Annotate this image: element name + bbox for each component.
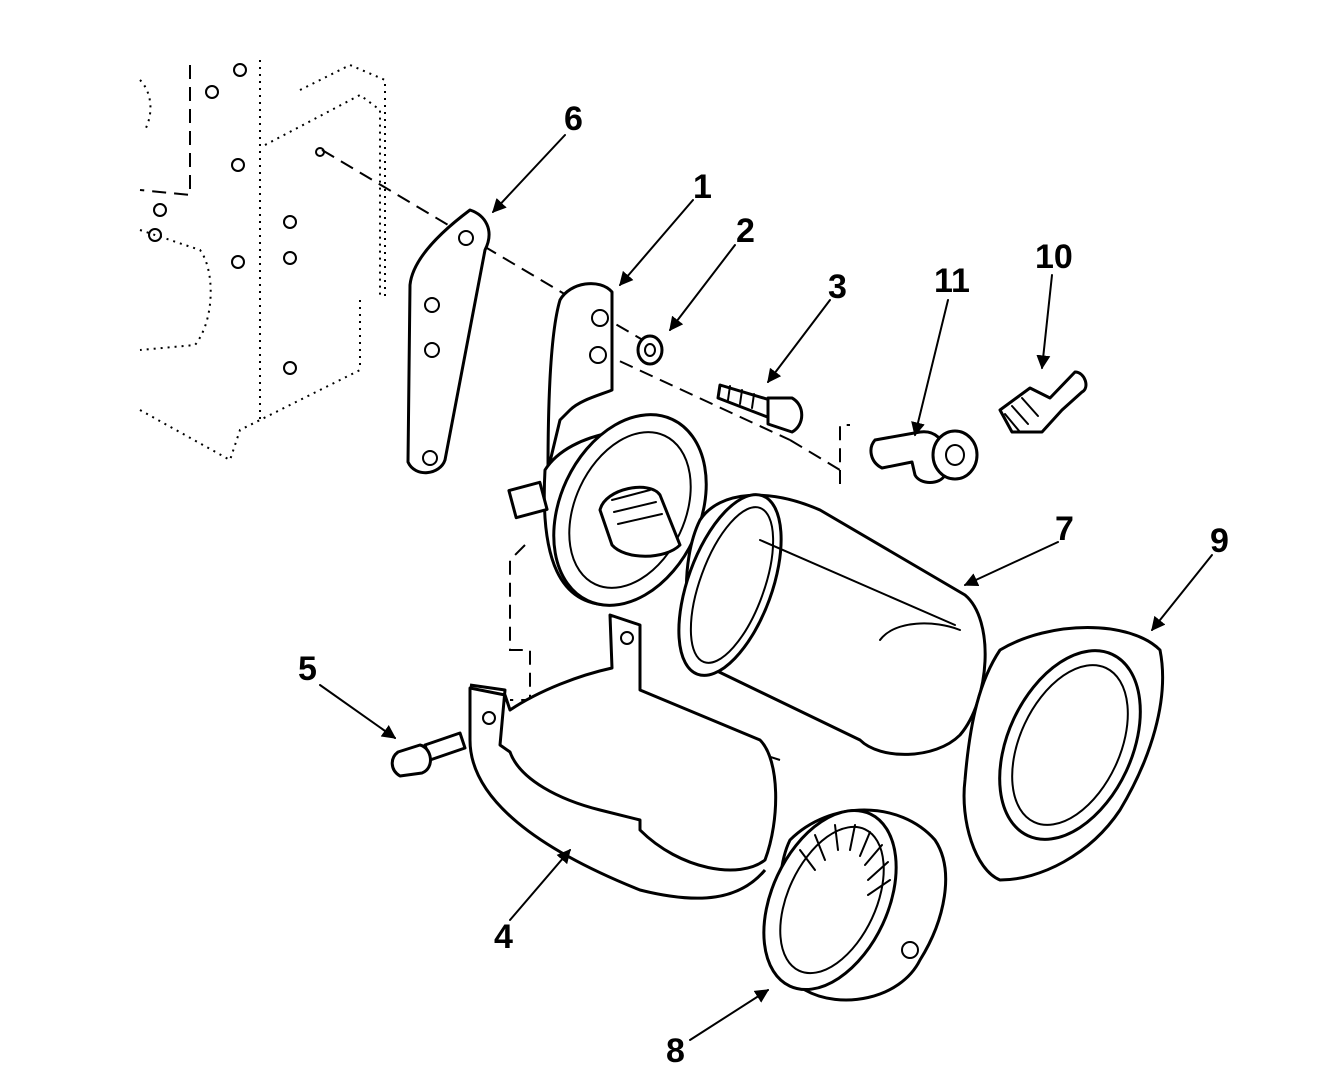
leader-5: [319, 684, 397, 739]
filter-head-bracket: [546, 282, 614, 472]
callout-6: 6: [564, 100, 583, 138]
callout-1: 1: [693, 168, 712, 206]
mounting-bracket-plate: [406, 208, 491, 475]
elbow-fitting: [869, 429, 979, 484]
leader-9: [1151, 554, 1213, 632]
leader-arrows: [319, 134, 1213, 1041]
callout-4: 4: [494, 918, 513, 956]
filter-head: [507, 413, 708, 607]
fitting-plug: [998, 370, 1088, 434]
callout-8: 8: [666, 1032, 685, 1070]
callout-2: 2: [736, 212, 755, 250]
lock-washer: [636, 334, 664, 366]
filter-shroud: [468, 613, 778, 900]
capscrew-5: [390, 731, 467, 778]
callout-10: 10: [1035, 238, 1073, 276]
leader-3: [767, 299, 831, 384]
leader-2: [669, 244, 736, 332]
filter-cap: [762, 808, 948, 1002]
leader-4: [509, 848, 571, 921]
filter-element: [677, 493, 987, 756]
gasket-ring: [962, 626, 1165, 882]
callout-9: 9: [1210, 522, 1229, 560]
callout-7: 7: [1055, 510, 1074, 548]
leader-8: [689, 989, 770, 1041]
callout-labels: 6 1 2 3 11 10 7 9 5 4 8: [298, 100, 1229, 1070]
callout-11: 11: [934, 262, 970, 300]
capscrew-3: [716, 383, 804, 434]
leader-7: [963, 541, 1059, 587]
callout-5: 5: [298, 650, 317, 688]
leader-6: [492, 134, 566, 214]
leader-10: [1036, 274, 1053, 370]
callout-3: 3: [828, 268, 847, 306]
leader-1: [619, 199, 694, 287]
engine-block: [139, 60, 386, 462]
leader-11: [911, 299, 949, 437]
